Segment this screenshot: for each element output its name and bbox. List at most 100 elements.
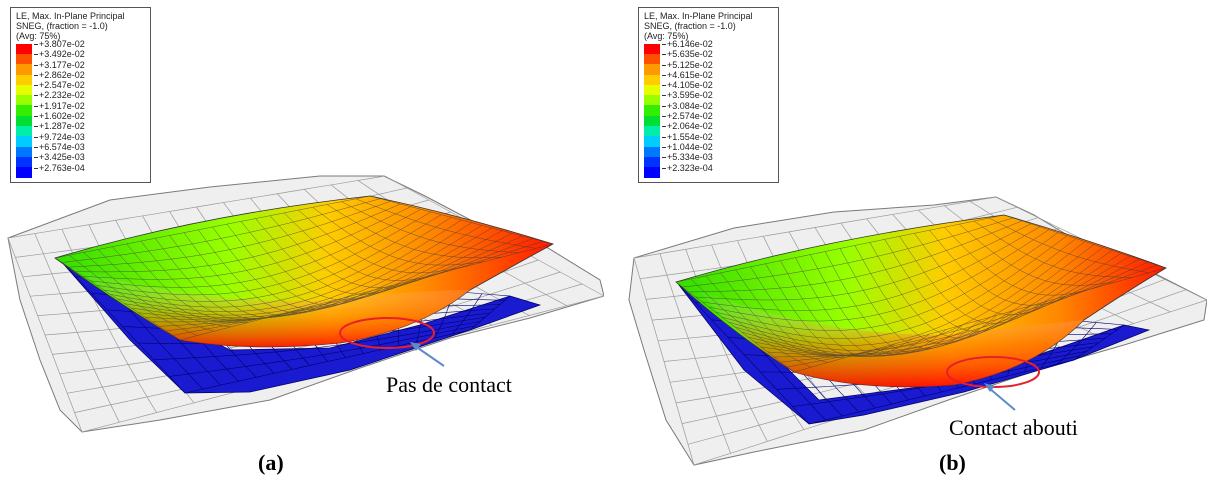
legend-entry: +3.807e-02 — [16, 39, 145, 55]
mesh-line — [682, 217, 1014, 288]
mesh-line — [689, 220, 1023, 293]
legend-entry: +5.635e-02 — [644, 49, 773, 65]
caption-a: (a) — [258, 450, 284, 475]
legend-entry: +2.064e-02 — [644, 121, 773, 138]
legend-value: +3.177e-02 — [39, 59, 85, 70]
legend-tick — [662, 167, 666, 169]
mesh-line — [61, 198, 381, 263]
deformed-plate-shade-a — [80, 270, 470, 347]
legend-swatch — [644, 53, 660, 65]
legend-value: +6.574e-03 — [39, 141, 85, 152]
mesh-line — [169, 325, 476, 377]
mesh-line — [793, 267, 1167, 373]
legend-entry: +6.574e-03 — [16, 142, 145, 158]
legend-swatch — [16, 136, 32, 148]
legend-entry: +1.602e-02 — [16, 111, 145, 127]
mesh-line — [734, 241, 1086, 351]
mesh-line — [808, 359, 1075, 425]
legend-swatch — [644, 43, 660, 55]
mesh-line — [166, 238, 533, 332]
mesh-line — [68, 201, 391, 268]
legend-tick — [34, 126, 38, 128]
legend-entry: +2.862e-02 — [16, 70, 145, 86]
mesh-line — [728, 238, 1077, 346]
legend-b: LE, Max. In-Plane Principal SNEG, (fract… — [638, 7, 779, 183]
mesh-line — [131, 225, 482, 318]
legend-tick — [662, 116, 666, 118]
legend-tick — [662, 95, 666, 97]
legend-tick — [662, 136, 666, 138]
mesh-line — [767, 255, 1131, 356]
legend-swatch — [644, 146, 660, 158]
legend-entry: +5.125e-02 — [644, 60, 773, 76]
legend-entry: +5.334e-03 — [644, 152, 773, 168]
legend-entry: +2.763e-04 — [16, 163, 145, 179]
mesh-line — [75, 203, 401, 273]
plate-grid-b — [675, 214, 1167, 373]
legend-rows-b: +6.146e-02+5.635e-02+5.125e-02+4.615e-02… — [644, 39, 773, 179]
mesh-line — [774, 258, 1140, 358]
pointer-arrow-a — [414, 345, 445, 367]
mesh-line — [184, 329, 471, 394]
legend-value: +1.917e-02 — [39, 100, 85, 111]
legend-tick — [34, 116, 38, 118]
legend-title-1: LE, Max. In-Plane Principal — [16, 11, 125, 21]
legend-swatch — [16, 64, 32, 76]
legend-value: +1.287e-02 — [39, 121, 85, 132]
legend-value: +3.595e-02 — [667, 90, 713, 101]
legend-entry: +3.425e-03 — [16, 152, 145, 168]
mesh-line — [110, 217, 452, 308]
mesh-line — [695, 223, 1032, 301]
legend-swatch — [16, 146, 32, 158]
legend-title-3: (Avg: 75%) — [16, 31, 61, 41]
annotation-no-contact: Pas de contact — [386, 372, 512, 397]
legend-entry: +2.232e-02 — [16, 90, 145, 107]
legend-a: LE, Max. In-Plane Principal SNEG, (fract… — [10, 7, 151, 183]
legend-value: +3.084e-02 — [667, 100, 713, 111]
legend-swatch — [644, 64, 660, 76]
legend-entry: +3.084e-02 — [644, 101, 773, 117]
legend-entry: +6.146e-02 — [644, 39, 773, 55]
legend-rows-a: +3.807e-02+3.492e-02+3.177e-02+2.862e-02… — [16, 39, 145, 179]
legend-value: +4.105e-02 — [667, 80, 713, 91]
mesh-line — [715, 232, 1059, 331]
legend-value: +2.547e-02 — [39, 80, 85, 91]
legend-tick — [662, 44, 666, 45]
annotation-contact-achieved: Contact abouti — [949, 415, 1078, 440]
mesh-line — [7, 175, 386, 239]
legend-swatch — [16, 95, 32, 107]
legend-value: +6.146e-02 — [667, 39, 713, 49]
legend-value: +2.862e-02 — [39, 69, 85, 80]
mesh-line — [721, 235, 1068, 339]
legend-value: +5.635e-02 — [667, 49, 713, 60]
legend-tick — [34, 74, 38, 76]
legend-value: +2.323e-04 — [667, 162, 713, 173]
fe-model-a — [7, 175, 604, 433]
legend-value: +5.125e-02 — [667, 59, 713, 70]
mesh-line — [173, 241, 543, 336]
fe-model-b — [628, 196, 1207, 466]
legend-tick — [34, 105, 38, 107]
mesh-line — [633, 196, 997, 259]
legend-swatch — [644, 105, 660, 117]
plate-grid-a — [54, 195, 554, 341]
mesh-line — [153, 321, 481, 361]
legend-value: +3.807e-02 — [39, 39, 85, 49]
legend-tick — [662, 64, 666, 66]
deformed-plate-shade-b — [699, 290, 1084, 387]
legend-tick — [34, 54, 38, 56]
legend-tick — [34, 95, 38, 97]
legend-entry: +2.574e-02 — [644, 111, 773, 127]
legend-title-1: LE, Max. In-Plane Principal — [644, 11, 753, 21]
legend-swatch — [644, 126, 660, 138]
mesh-line — [54, 195, 371, 259]
legend-tick — [662, 157, 666, 159]
legend-value: +4.615e-02 — [667, 69, 713, 80]
mesh-line — [761, 253, 1122, 357]
legend-swatch — [16, 167, 32, 179]
legend-swatch — [16, 126, 32, 138]
legend-swatch — [16, 156, 32, 168]
mesh-line — [117, 219, 462, 312]
pointer-arrow-b — [988, 387, 1016, 411]
legend-tick — [34, 167, 38, 169]
